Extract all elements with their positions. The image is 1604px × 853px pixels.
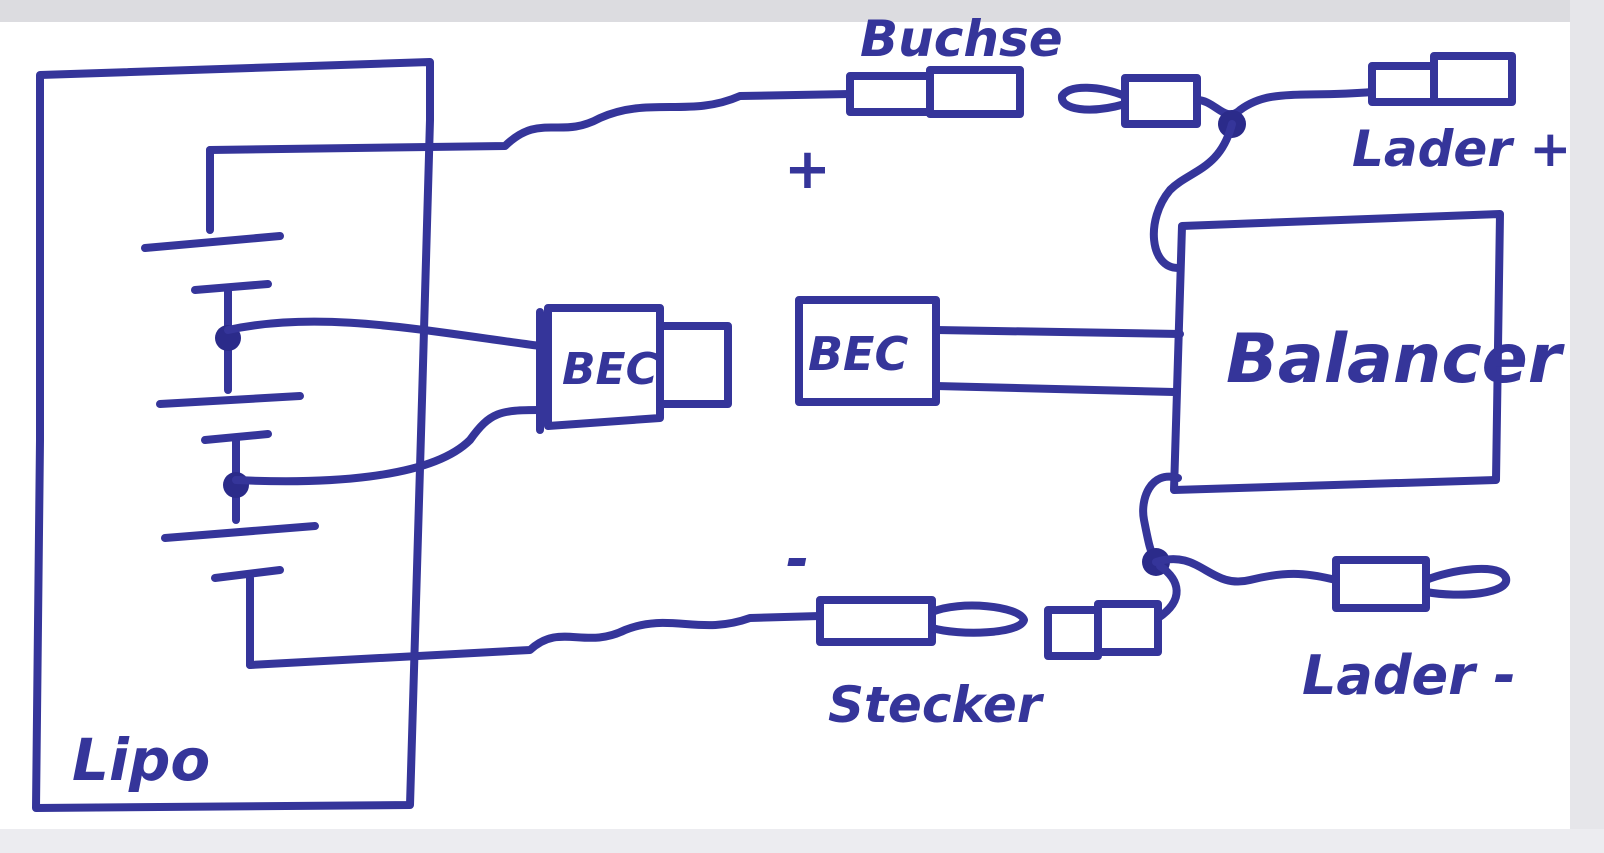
stecker-label: Stecker — [828, 676, 1045, 734]
battery-cells — [141, 146, 319, 669]
cell-tap-dot-2 — [223, 472, 249, 498]
bec-left-plug — [656, 322, 732, 408]
lader-minus-lead — [1152, 555, 1340, 586]
stecker-socket-right — [1094, 600, 1162, 656]
minus-sign: - — [786, 527, 809, 592]
lader-plus-label: Lader + — [1352, 120, 1571, 178]
bec-center-box — [795, 296, 940, 406]
bec-left-box — [544, 304, 664, 430]
buchse-connector-right — [926, 66, 1024, 118]
bec-center-label: BEC — [808, 327, 908, 381]
balance-lead-2 — [232, 406, 544, 486]
scan-edge-top — [0, 0, 1604, 22]
lader-plus-connector-right — [1430, 52, 1516, 106]
lader-minus-label: Lader - — [1302, 644, 1516, 707]
lader-plus-lead — [1193, 88, 1376, 119]
balancer-plus-feed — [1149, 120, 1236, 272]
lader-minus-connector — [1332, 556, 1430, 612]
stecker-plug-tip — [928, 601, 1028, 637]
buchse-plug — [1121, 74, 1201, 128]
positive-lead — [206, 90, 854, 154]
negative-lead — [246, 612, 824, 669]
buchse-connector-left — [846, 72, 934, 116]
bec-balancer-lead-1 — [932, 326, 1184, 338]
scan-edge-right — [1570, 0, 1604, 853]
scan-edge-bottom — [0, 829, 1604, 853]
buchse-label: Buchse — [860, 10, 1063, 68]
lipo-label: Lipo — [72, 726, 210, 794]
plus-sign: + — [784, 137, 831, 202]
balancer-box — [1170, 210, 1504, 494]
balancer-label: Balancer — [1226, 320, 1566, 399]
stecker-socket-lead — [1154, 562, 1181, 622]
bec-left-label: BEC — [562, 344, 658, 395]
buchse-plug-tip — [1058, 83, 1129, 114]
lipo-box — [32, 58, 434, 812]
stecker-socket-left — [1044, 606, 1102, 660]
bec-balancer-lead-2 — [932, 382, 1178, 396]
lader-minus-tip — [1422, 564, 1511, 599]
balance-lead-1 — [224, 317, 544, 350]
lader-plus-connector-left — [1368, 62, 1438, 106]
stecker-plug — [816, 596, 936, 646]
